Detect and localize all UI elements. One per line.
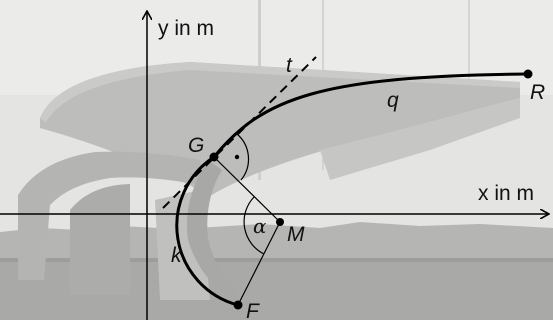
point-G-label: G	[188, 134, 204, 157]
photo-support-left	[18, 151, 205, 280]
radius-MF	[237, 221, 281, 306]
angle-alpha-label: α	[253, 214, 267, 238]
right-angle-dot	[234, 154, 240, 160]
point-M-label: M	[287, 223, 305, 246]
arc-k-label: k	[171, 244, 183, 267]
photo-support-column	[70, 184, 130, 295]
point-R-label: R	[530, 81, 545, 104]
point-R	[523, 69, 533, 79]
angle-alpha-arc	[243, 196, 265, 255]
photo-treeline	[0, 222, 553, 262]
x-axis-label: x in m	[478, 182, 534, 205]
photo-curved-fin	[186, 160, 250, 305]
curve-q-label: q	[387, 89, 399, 112]
right-angle-arc	[236, 133, 250, 181]
point-F-label: F	[246, 300, 260, 320]
arc-k	[175, 155, 239, 307]
y-axis-label: y in m	[158, 17, 214, 40]
point-G	[209, 152, 219, 162]
tangent-label: t	[286, 54, 293, 77]
photo-roof-top	[40, 62, 520, 122]
point-F	[233, 300, 243, 310]
coordinate-axes: y in m x in m	[0, 12, 548, 320]
radius-MG	[213, 156, 281, 223]
photo-pole-3	[468, 0, 470, 110]
point-M	[276, 218, 284, 226]
curve-q	[212, 72, 529, 158]
photo-roof-underside	[320, 98, 520, 180]
photo-ground-edge	[0, 258, 553, 262]
